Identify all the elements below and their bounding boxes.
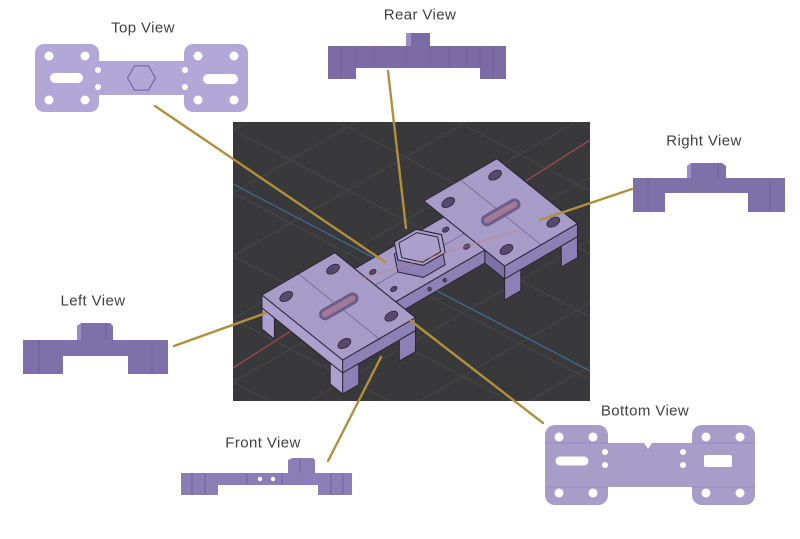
right-view-leader-line [538,187,634,222]
front-view-thumbnail [181,458,352,495]
right-view-label: Right View [666,132,742,150]
3d-viewport[interactable] [233,0,590,539]
top-view-thumbnail [35,44,248,112]
top-view-hex-outline [126,65,157,91]
model-hex-boss [393,228,446,278]
rear-view-leader-line [386,69,408,230]
left-view-label: Left View [60,292,126,310]
front-view-label: Front View [225,434,301,452]
front-view-leader-line [326,355,383,463]
rear-view-label: Rear View [383,6,457,24]
left-view-thumbnail [23,323,168,374]
3d-model [261,158,578,395]
rear-view-thumbnail [328,33,506,79]
bottom-view-label: Bottom View [600,402,690,420]
top-view-label: Top View [111,19,175,37]
left-view-leader-line [172,311,268,348]
bottom-view-thumbnail [545,425,755,505]
right-view-thumbnail [633,163,785,212]
top-view-leader-line [153,104,387,264]
leader-lines [153,69,634,463]
bottom-view-leader-line [409,319,545,425]
